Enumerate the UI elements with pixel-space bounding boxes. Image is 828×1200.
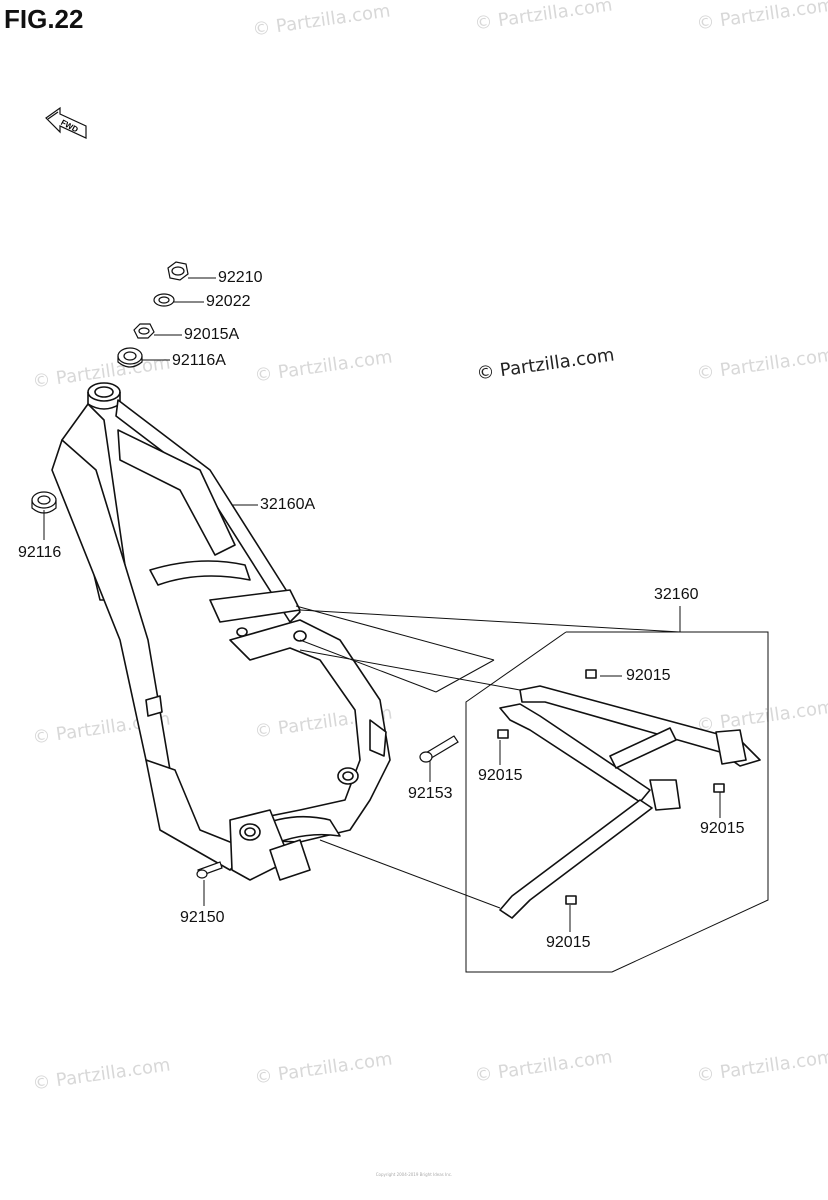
leader-lines <box>43 277 721 932</box>
part-label-92015[interactable]: 92015 <box>546 934 591 951</box>
fwd-arrow-icon <box>45 106 87 139</box>
subframe-bracket <box>465 606 769 973</box>
nut-92210-icon <box>167 261 189 281</box>
bolt-92153-icon <box>419 735 459 763</box>
nut-92015A-icon <box>133 323 155 339</box>
part-label-92015[interactable]: 92015 <box>700 820 745 837</box>
main-frame-32160A <box>51 382 391 881</box>
part-label-92015[interactable]: 92015 <box>478 767 523 784</box>
bearing-92116-icon <box>31 491 57 514</box>
figure-title: FIG.22 <box>4 4 84 34</box>
part-label-92022[interactable]: 92022 <box>206 293 251 310</box>
bearing-92116A-icon <box>117 347 143 368</box>
copyright-footer: Copyright 2004-2019 Bright Ideas Inc. <box>375 1172 453 1177</box>
part-label-92150[interactable]: 92150 <box>180 909 225 926</box>
washer-92022-icon <box>153 293 175 307</box>
part-label-92015[interactable]: 92015 <box>626 667 671 684</box>
part-label-92153[interactable]: 92153 <box>408 785 453 802</box>
part-label-92116A[interactable]: 92116A <box>172 352 226 369</box>
part-label-32160A[interactable]: 32160A <box>260 496 316 513</box>
part-label-32160[interactable]: 32160 <box>654 586 699 603</box>
sub-frame-32160 <box>497 669 761 919</box>
part-label-92015A[interactable]: 92015A <box>184 326 240 343</box>
part-label-92116[interactable]: 92116 <box>18 544 62 561</box>
part-label-92210[interactable]: 92210 <box>218 269 263 286</box>
connector-lines <box>295 605 681 909</box>
bolt-92150-icon <box>196 861 223 879</box>
